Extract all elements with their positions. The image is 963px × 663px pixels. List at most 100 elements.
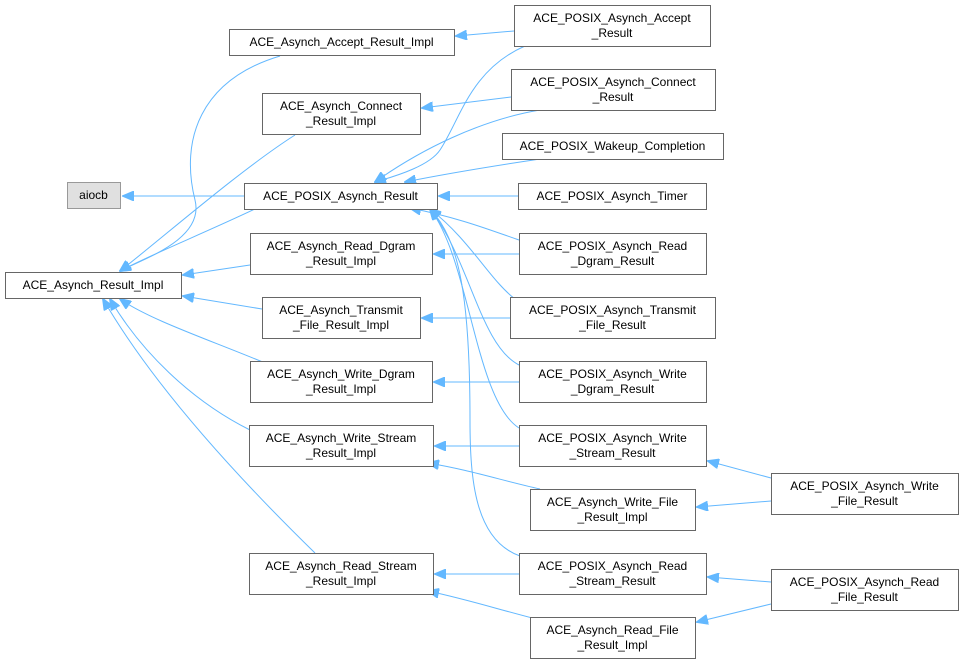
inheritance-arrow-posix_connect-to-connect_impl bbox=[422, 96, 512, 108]
inheritance-arrow-posix_write_dgram-to-posix_result bbox=[430, 209, 520, 366]
class-name-line: _Result_Impl bbox=[305, 114, 376, 128]
class-node-posix_write_dgram[interactable]: ACE_POSIX_Asynch_Write_Dgram_Result bbox=[519, 361, 707, 403]
class-name-line: _Result_Impl bbox=[576, 510, 647, 524]
class-name-line: ACE_POSIX_Asynch_Write bbox=[538, 431, 687, 445]
class-node-write_dgram_impl[interactable]: ACE_Asynch_Write_Dgram_Result_Impl bbox=[250, 361, 433, 403]
class-name-line: ACE_Asynch_Write_File bbox=[547, 495, 678, 509]
class-box bbox=[250, 233, 433, 275]
class-node-read_stream_impl[interactable]: ACE_Asynch_Read_Stream_Result_Impl bbox=[249, 553, 434, 595]
class-name-line: ACE_POSIX_Asynch_Result bbox=[263, 189, 418, 203]
class-name-line: ACE_Asynch_Read_File bbox=[546, 623, 678, 637]
class-name-line: _Stream_Result bbox=[568, 446, 656, 460]
class-node-posix_wakeup[interactable]: ACE_POSIX_Wakeup_Completion bbox=[502, 133, 724, 160]
class-node-posix_timer[interactable]: ACE_POSIX_Asynch_Timer bbox=[518, 183, 707, 210]
class-name-line: _File_Result bbox=[578, 318, 646, 332]
class-box bbox=[519, 233, 707, 275]
class-name-line: _File_Result_Impl bbox=[292, 318, 389, 332]
class-node-read_file_impl[interactable]: ACE_Asynch_Read_File_Result_Impl bbox=[530, 617, 696, 659]
class-node-write_file_impl[interactable]: ACE_Asynch_Write_File_Result_Impl bbox=[530, 489, 696, 531]
class-name-line: ACE_Asynch_Read_Dgram bbox=[267, 239, 416, 253]
inheritance-arrow-read_dgram_impl-to-impl bbox=[183, 264, 251, 275]
inheritance-arrow-posix_wakeup-to-posix_result bbox=[405, 158, 541, 182]
class-name-line: ACE_POSIX_Asynch_Write bbox=[790, 479, 939, 493]
class-node-posix_accept[interactable]: ACE_POSIX_Asynch_Accept_Result bbox=[514, 5, 711, 47]
inheritance-arrow-write_stream_impl-to-impl bbox=[110, 299, 251, 431]
class-box bbox=[519, 425, 707, 467]
class-node-accept_impl[interactable]: ACE_Asynch_Accept_Result_Impl bbox=[229, 29, 455, 56]
class-box bbox=[249, 553, 434, 595]
class-box bbox=[510, 297, 716, 339]
class-node-impl[interactable]: ACE_Asynch_Result_Impl bbox=[5, 272, 182, 299]
class-box bbox=[518, 183, 707, 210]
class-name-line: ACE_POSIX_Asynch_Read bbox=[538, 239, 687, 253]
inheritance-arrow-read_stream_impl-to-impl bbox=[103, 299, 316, 554]
edges-layer bbox=[103, 31, 772, 622]
class-node-posix_connect[interactable]: ACE_POSIX_Asynch_Connect_Result bbox=[511, 69, 716, 111]
inheritance-arrow-read_file_impl-to-read_stream_impl bbox=[428, 591, 541, 621]
inheritance-arrow-posix_read_stream-to-posix_result bbox=[430, 209, 521, 557]
class-name-line: _Stream_Result bbox=[568, 574, 656, 588]
class-name-line: aiocb bbox=[79, 188, 108, 202]
class-name-line: ACE_POSIX_Asynch_Transmit bbox=[529, 303, 697, 317]
class-node-transmit_impl[interactable]: ACE_Asynch_Transmit_File_Result_Impl bbox=[262, 297, 421, 339]
class-name-line: _File_Result bbox=[830, 494, 898, 508]
inheritance-arrow-connect_impl-to-impl bbox=[120, 134, 296, 271]
inheritance-arrow-posix_write_file-to-posix_write_stream bbox=[708, 461, 772, 479]
class-box bbox=[262, 93, 421, 135]
class-name-line: ACE_Asynch_Read_Stream bbox=[265, 559, 416, 573]
class-box bbox=[511, 69, 716, 111]
class-name-line: _Result bbox=[592, 90, 634, 104]
inheritance-arrow-posix_read_file-to-posix_read_stream bbox=[708, 577, 772, 582]
class-box bbox=[244, 183, 438, 210]
inheritance-arrow-posix_accept-to-accept_impl bbox=[456, 31, 515, 36]
class-box bbox=[262, 297, 421, 339]
class-name-line: _Result_Impl bbox=[305, 446, 376, 460]
class-node-posix_read_file[interactable]: ACE_POSIX_Asynch_Read_File_Result bbox=[771, 569, 959, 611]
inheritance-arrow-posix_result-to-impl bbox=[120, 208, 256, 271]
class-name-line: ACE_Asynch_Connect bbox=[280, 99, 403, 113]
class-box bbox=[771, 473, 959, 515]
class-node-connect_impl[interactable]: ACE_Asynch_Connect_Result_Impl bbox=[262, 93, 421, 135]
class-node-posix_write_stream[interactable]: ACE_POSIX_Asynch_Write_Stream_Result bbox=[519, 425, 707, 467]
class-name-line: _Result bbox=[591, 26, 633, 40]
class-box bbox=[67, 182, 121, 209]
inheritance-arrow-posix_read_file-to-read_file_impl bbox=[697, 603, 772, 622]
class-name-line: ACE_POSIX_Asynch_Timer bbox=[537, 189, 688, 203]
inheritance-arrow-posix_read_dgram-to-posix_result bbox=[410, 208, 520, 241]
class-name-line: ACE_POSIX_Asynch_Connect bbox=[530, 75, 696, 89]
class-box bbox=[771, 569, 959, 611]
class-name-line: _File_Result bbox=[830, 590, 898, 604]
inheritance-arrow-posix_write_file-to-write_file_impl bbox=[697, 500, 772, 507]
inheritance-arrow-write_dgram_impl-to-impl bbox=[120, 299, 266, 364]
class-node-aiocb[interactable]: aiocb bbox=[67, 182, 121, 209]
inheritance-arrow-posix_accept-to-posix_result bbox=[375, 45, 526, 182]
class-name-line: ACE_Asynch_Result_Impl bbox=[23, 278, 164, 292]
class-node-posix_write_file[interactable]: ACE_POSIX_Asynch_Write_File_Result bbox=[771, 473, 959, 515]
class-name-line: ACE_POSIX_Wakeup_Completion bbox=[520, 139, 706, 153]
class-box bbox=[514, 5, 711, 47]
class-name-line: ACE_POSIX_Asynch_Read bbox=[538, 559, 687, 573]
class-node-read_dgram_impl[interactable]: ACE_Asynch_Read_Dgram_Result_Impl bbox=[250, 233, 433, 275]
inheritance-arrow-posix_transmit-to-posix_result bbox=[430, 209, 516, 300]
class-node-posix_read_stream[interactable]: ACE_POSIX_Asynch_Read_Stream_Result bbox=[519, 553, 707, 595]
class-name-line: ACE_POSIX_Asynch_Write bbox=[538, 367, 687, 381]
inheritance-arrow-posix_connect-to-posix_result bbox=[375, 109, 541, 182]
class-name-line: ACE_Asynch_Write_Dgram bbox=[267, 367, 415, 381]
class-box bbox=[530, 489, 696, 531]
class-node-posix_transmit[interactable]: ACE_POSIX_Asynch_Transmit_File_Result bbox=[510, 297, 716, 339]
class-box bbox=[502, 133, 724, 160]
class-name-line: _Result_Impl bbox=[576, 638, 647, 652]
class-node-posix_result[interactable]: ACE_POSIX_Asynch_Result bbox=[244, 183, 438, 210]
inheritance-arrow-transmit_impl-to-impl bbox=[183, 296, 263, 310]
class-node-posix_read_dgram[interactable]: ACE_POSIX_Asynch_Read_Dgram_Result bbox=[519, 233, 707, 275]
class-node-write_stream_impl[interactable]: ACE_Asynch_Write_Stream_Result_Impl bbox=[249, 425, 434, 467]
class-box bbox=[519, 553, 707, 595]
class-name-line: _Result_Impl bbox=[305, 574, 376, 588]
class-name-line: ACE_Asynch_Accept_Result_Impl bbox=[249, 35, 433, 49]
class-name-line: _Result_Impl bbox=[305, 254, 376, 268]
class-name-line: ACE_POSIX_Asynch_Read bbox=[790, 575, 939, 589]
class-name-line: ACE_Asynch_Write_Stream bbox=[266, 431, 417, 445]
class-box bbox=[530, 617, 696, 659]
